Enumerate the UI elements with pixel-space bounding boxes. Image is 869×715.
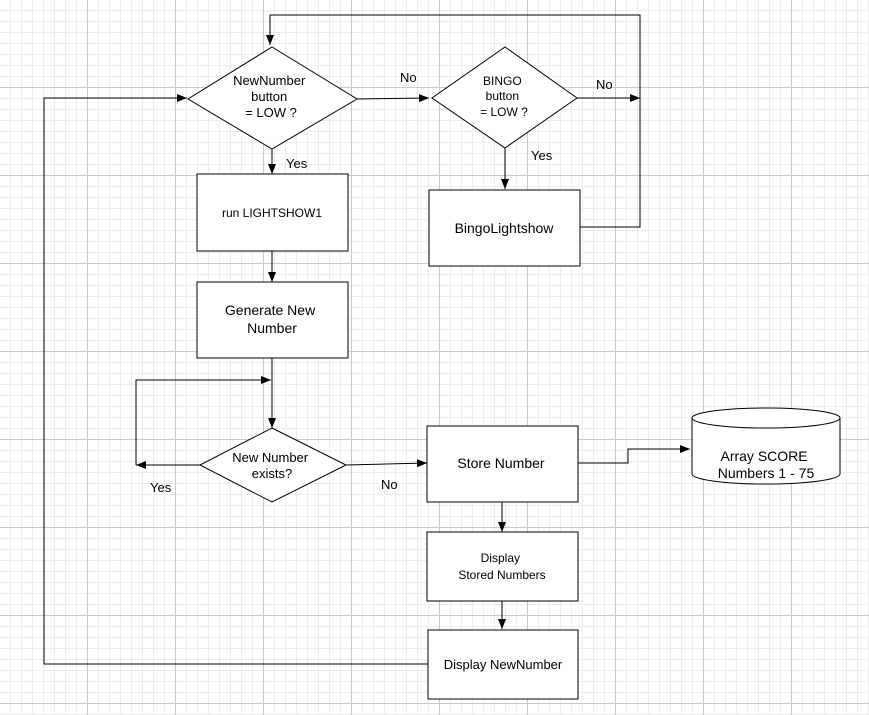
process-bingo-lightshow-label: BingoLightshow [455,220,555,236]
decision-bingo-line3: = LOW ? [480,105,528,119]
decision-newnumber-line2: button [251,89,287,104]
svg-text:Array SCORE Numbers 1 -: Array SCORE Numbers 1 - 75 [718,448,815,481]
datastore-array: Array SCORE Numbers 1 - 75 [691,407,841,485]
label-bingo-no: No [596,77,613,92]
svg-text:Display Stored Numbers: Display Stored Numbers [458,551,545,582]
process-display-stored-line1: Display [481,551,520,565]
connectors [43,14,690,665]
process-display-stored: Display Stored Numbers [426,531,579,602]
decision-newnumber-line1: NewNumber [233,73,306,88]
process-lightshow1: run LIGHTSHOW1 [196,173,349,252]
decision-bingo-line2: button [486,89,519,103]
decision-newnumber: NewNumber button = LOW ? [187,46,358,150]
process-bingo-lightshow: BingoLightshow [428,189,581,267]
svg-text:BINGO button = LOW: BINGO button = LOW ? [480,74,528,119]
edge-exists-loop [135,376,271,465]
process-display-stored-line2: Stored Numbers [458,568,545,582]
decision-newnumber-line3: = LOW ? [245,105,297,120]
process-display-new: Display NewNumber [427,629,579,700]
label-bingo-yes: Yes [531,148,553,163]
process-store-label: Store Number [457,455,544,471]
process-store: Store Number [426,425,579,503]
decision-exists: New Number exists? [198,427,348,503]
edge-store-array [578,445,690,464]
process-generate: Generate New Number [196,281,349,359]
svg-text:New Number exists?: New Number exists? [232,450,311,481]
edge-newnumber-no [356,94,430,103]
process-generate-line2: Number [247,320,297,336]
label-newnumber-no: No [400,70,417,85]
label-newnumber-yes: Yes [286,156,308,171]
svg-text:Generate New Number: Generate New Number [225,302,319,336]
edge-loop-left [43,94,428,665]
process-generate-line1: Generate New [225,302,316,318]
process-lightshow1-label: run LIGHTSHOW1 [222,206,322,220]
process-display-new-label: Display NewNumber [444,657,563,672]
decision-bingo: BINGO button = LOW ? [431,46,578,149]
label-exists-yes: Yes [150,480,172,495]
label-exists-no: No [381,477,398,492]
decision-exists-line1: New Number [232,450,309,465]
edge-loop-top [266,14,641,228]
decision-exists-line2: exists? [252,466,292,481]
svg-text:NewNumber button =: NewNumber button = LOW ? [233,73,309,120]
edge-exists-no [345,459,428,468]
datastore-array-line1: Array SCORE [720,448,807,464]
datastore-array-line2: Numbers 1 - 75 [718,465,815,481]
edge-labels: No Yes No Yes Yes No [150,70,613,495]
decision-bingo-line1: BINGO [483,74,522,88]
